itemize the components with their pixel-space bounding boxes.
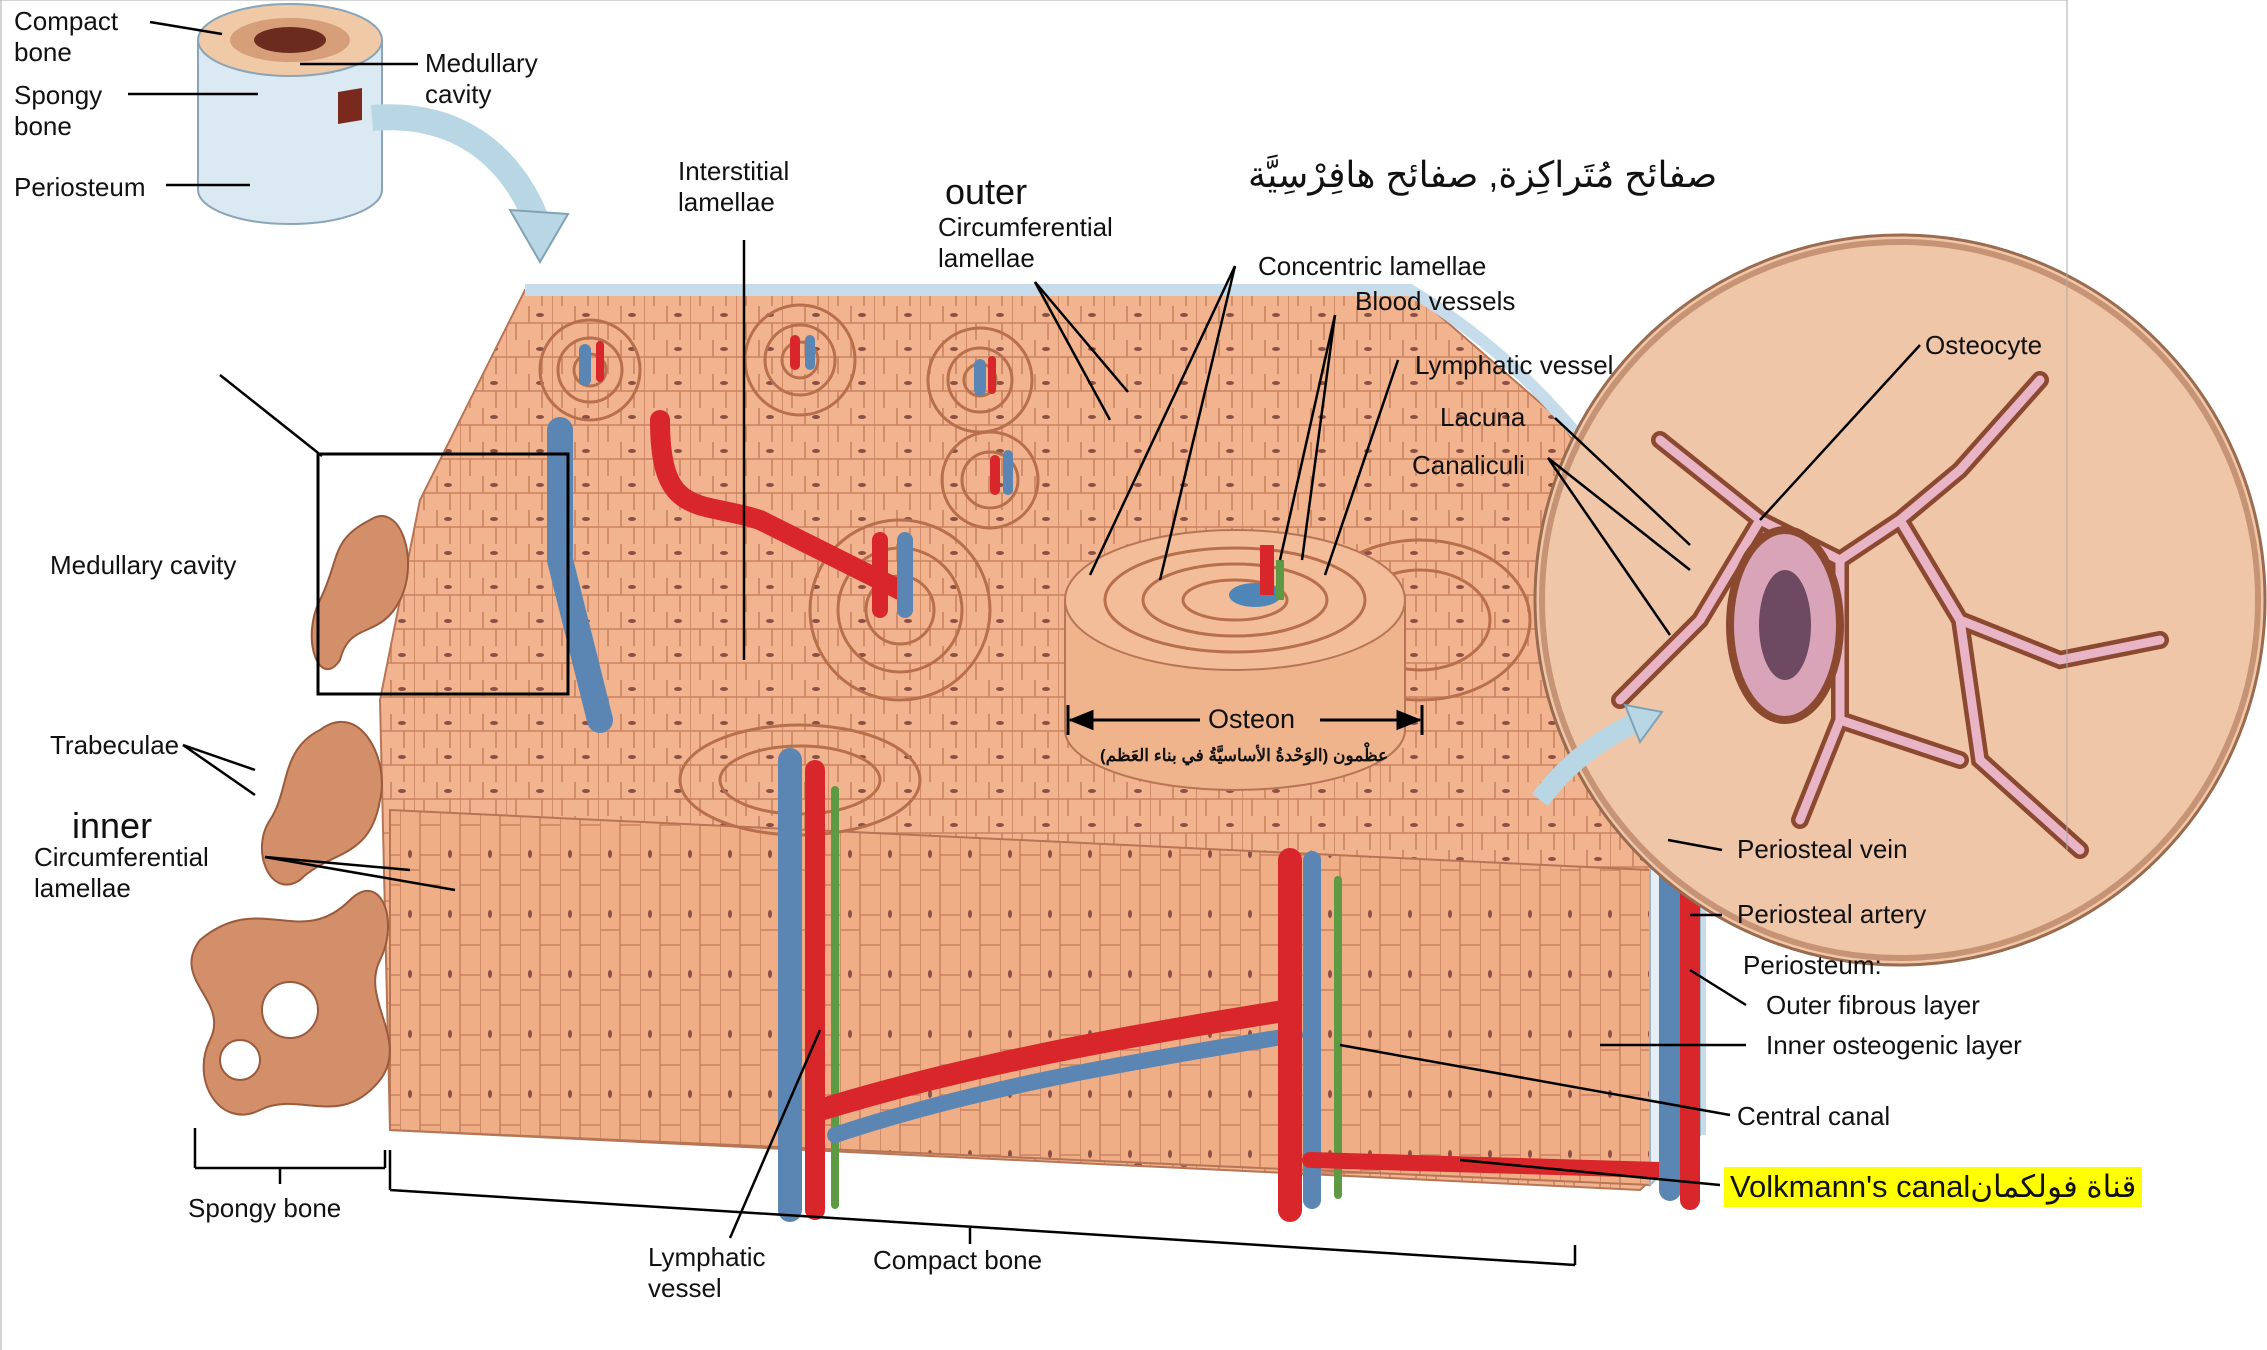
label-spongy-bone-bottom: Spongy bone [188, 1193, 341, 1224]
spongy-bone [191, 516, 408, 1115]
label-periosteal-artery: Periosteal artery [1737, 899, 1926, 930]
label-trabeculae: Trabeculae [50, 730, 179, 761]
label-blood-vessels: Blood vessels [1355, 286, 1515, 317]
label-canaliculi: Canaliculi [1412, 450, 1525, 481]
label-circumferential-lamellae-outer: Circumferential lamellae [938, 212, 1113, 274]
label-circumferential-lamellae-inner: Circumferential lamellae [34, 842, 209, 904]
label-lymphatic-vessel-right: Lymphatic vessel [1415, 350, 1613, 381]
label-lacuna: Lacuna [1440, 402, 1525, 433]
label-compact-bone: Compact bone [14, 6, 118, 68]
label-periosteum-top: Periosteum [14, 172, 146, 203]
long-bone-cylinder [198, 4, 382, 224]
label-outer: outer [945, 172, 1027, 212]
label-periosteal-vein: Periosteal vein [1737, 834, 1908, 865]
label-inner-osteogenic-layer: Inner osteogenic layer [1766, 1030, 2022, 1061]
label-compact-bone-bottom: Compact bone [873, 1245, 1042, 1276]
label-central-canal: Central canal [1737, 1101, 1890, 1132]
label-concentric-lamellae: Concentric lamellae [1258, 251, 1486, 282]
label-osteon-arabic: عظْمون (الوَحْدةُ الأساسيَّةُ في بناء ال… [1100, 746, 1388, 766]
label-spongy-bone-top: Spongy bone [14, 80, 102, 142]
label-periosteum-heading: Periosteum: [1743, 950, 1882, 981]
label-medullary-cavity: Medullary cavity [50, 550, 236, 581]
label-volkmann-canal: قناة فولكمانVolkmann's canal [1724, 1167, 2142, 1207]
label-medullary-cavity-top: Medullary cavity [425, 48, 538, 110]
label-osteon: Osteon [1208, 704, 1295, 735]
label-inner: inner [72, 806, 152, 846]
label-lymphatic-vessel-bottom: Lymphatic vessel [648, 1242, 766, 1304]
label-interstitial-lamellae: Interstitial lamellae [678, 156, 789, 218]
label-outer-fibrous-layer: Outer fibrous layer [1766, 990, 1980, 1021]
label-arabic-concentric: صفائح مُتَراكِزة, صفائح هافِرْسِيَّة [1248, 155, 1717, 195]
label-osteocyte: Osteocyte [1925, 330, 2042, 361]
